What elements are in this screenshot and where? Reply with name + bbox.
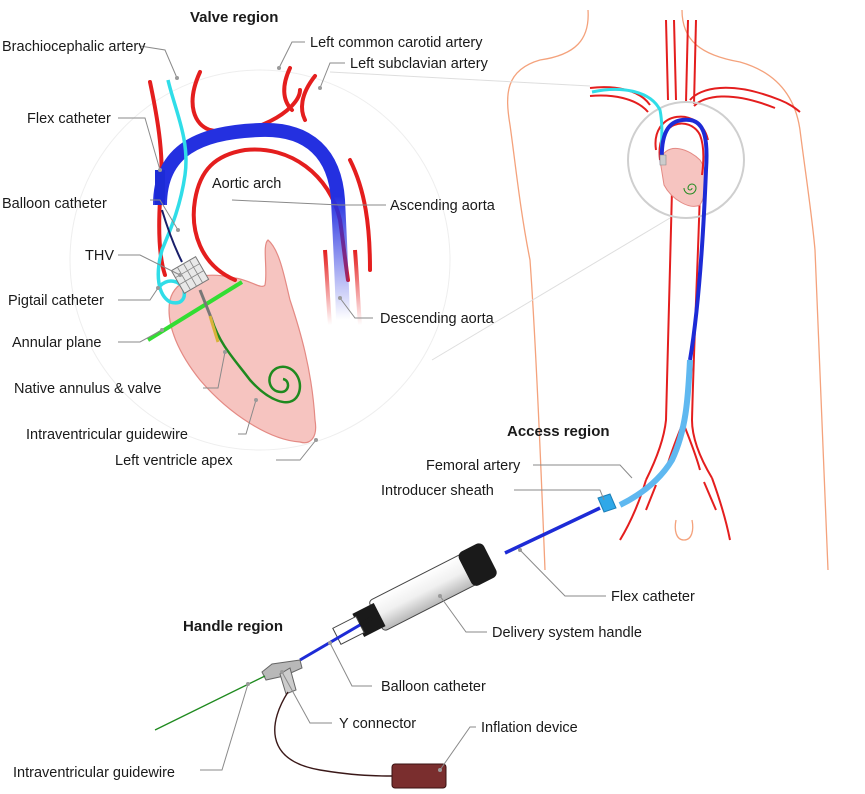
label-aortic-arch: Aortic arch	[212, 176, 281, 192]
zoom-line-top	[329, 71, 591, 87]
label-left-ventricle-apex: Left ventricle apex	[115, 453, 233, 469]
balloon-catheter-shaft	[161, 209, 183, 263]
leader-dots	[156, 66, 522, 772]
desc-red-left	[323, 249, 332, 326]
label-descending-aorta: Descending aorta	[380, 311, 495, 327]
label-y-connector: Y connector	[339, 716, 416, 732]
label-pigtail-catheter: Pigtail catheter	[8, 293, 104, 309]
label-balloon-catheter-bottom: Balloon catheter	[381, 679, 486, 695]
label-intraventricular-guidewire-top: Intraventricular guidewire	[26, 427, 188, 443]
zoom-line-bottom	[431, 217, 671, 361]
leader-lines	[118, 41, 633, 771]
delivery-catheter-arch	[153, 122, 350, 321]
mini-delivery-catheter	[659, 117, 709, 361]
label-delivery-system-handle: Delivery system handle	[492, 625, 642, 641]
native-valve-leaflet	[198, 289, 214, 321]
label-flex-catheter-bottom: Flex catheter	[611, 589, 695, 605]
label-flex-catheter-top: Flex catheter	[27, 111, 111, 127]
zoom-circle	[69, 69, 451, 451]
sheath-hub	[597, 493, 617, 513]
label-left-subclavian-artery: Left subclavian artery	[350, 56, 489, 72]
desc-red-right	[353, 249, 362, 326]
label-ascending-aorta: Ascending aorta	[390, 198, 496, 214]
label-thv: THV	[85, 248, 114, 264]
label-inflation-device: Inflation device	[481, 720, 578, 736]
magnifier-circle	[627, 101, 745, 219]
thv-stent	[170, 256, 210, 294]
label-brachiocephalic-artery: Brachiocephalic artery	[2, 39, 146, 55]
label-annular-plane: Annular plane	[12, 335, 102, 351]
guidewire-tip-segment	[208, 315, 220, 343]
valve-region-title: Valve region	[190, 9, 278, 26]
handle-region-title: Handle region	[183, 618, 283, 635]
mini-thv	[659, 154, 667, 166]
delivery-system	[154, 506, 601, 789]
label-intraventricular-guidewire-bottom: Intraventricular guidewire	[13, 765, 175, 781]
label-native-annulus-valve: Native annulus & valve	[14, 381, 162, 397]
body-arteries	[589, 19, 801, 541]
body-outline	[507, 9, 829, 571]
mini-sheath-catheter	[618, 359, 693, 508]
access-region-title: Access region	[507, 423, 610, 440]
label-femoral-artery: Femoral artery	[426, 458, 521, 474]
label-introducer-sheath: Introducer sheath	[381, 483, 494, 499]
label-balloon-catheter-top: Balloon catheter	[2, 196, 107, 212]
label-left-common-carotid-artery: Left common carotid artery	[310, 35, 483, 51]
intraventricular-guidewire	[210, 319, 302, 404]
